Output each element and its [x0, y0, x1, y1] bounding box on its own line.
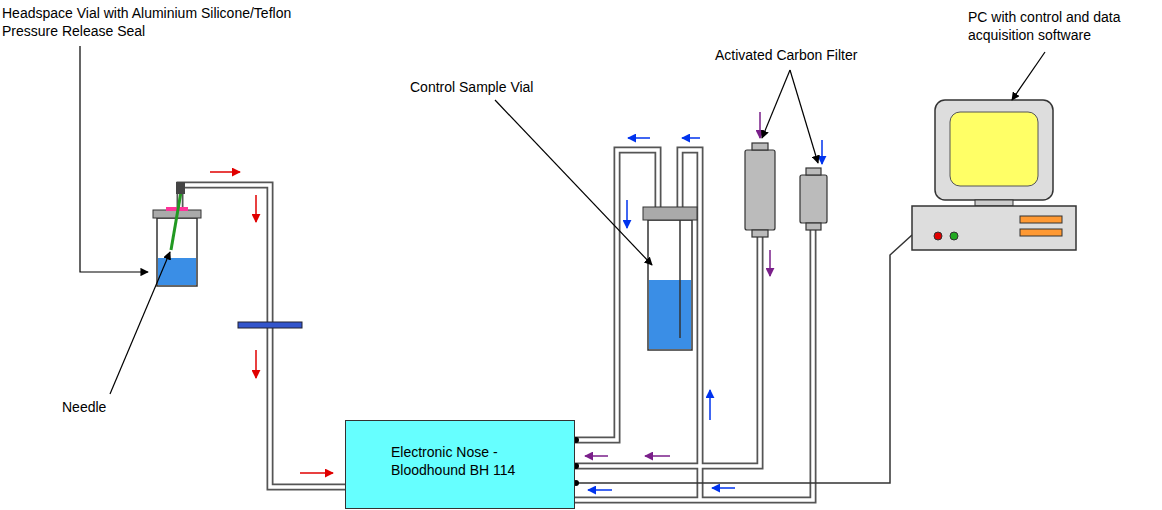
tubing	[180, 150, 813, 500]
pc-computer-part	[912, 206, 1076, 250]
tubing-part-part	[575, 150, 658, 440]
headspace-vial-part	[176, 182, 185, 194]
pc-computer-part	[934, 232, 942, 240]
box-label: Electronic Nose - Bloodhound BH 114	[391, 443, 541, 479]
tubing-part-part	[575, 225, 813, 500]
flow-arrows-red-part	[210, 171, 240, 173]
flow-arrows-purple-part	[769, 250, 771, 276]
pc-computer-part	[1020, 216, 1062, 223]
control-vial-part	[643, 207, 697, 220]
flow-arrows-blue-part	[588, 489, 612, 491]
leader-lines-part	[1012, 52, 1045, 100]
flow-arrows-blue-part	[626, 200, 628, 228]
process-box: Electronic Nose - Bloodhound BH 114	[345, 420, 575, 509]
carbon-filters-part	[800, 175, 827, 223]
carbon-filters-part	[806, 168, 821, 175]
tubing-part-part	[575, 150, 658, 440]
headspace-vial-part	[157, 218, 197, 286]
flow-arrows-red	[210, 172, 333, 473]
flow-arrows-blue-part	[682, 137, 700, 139]
pc-computer-part	[1020, 229, 1062, 236]
carbon-filters-part	[745, 150, 775, 230]
flow-arrows-purple-part	[645, 455, 670, 457]
pc-computer-part	[950, 232, 958, 240]
control-vial-part	[679, 220, 681, 338]
tubing-part-part	[180, 185, 345, 487]
carbon-filters-part	[752, 230, 768, 237]
tubing-part-part	[180, 185, 345, 487]
carbon-filters-part	[806, 223, 821, 230]
flow-arrows-blue	[588, 138, 822, 490]
data-cable	[575, 235, 912, 483]
flow-arrows-red-part	[255, 195, 257, 222]
carbon-filters	[745, 143, 827, 237]
tubing-part	[180, 150, 813, 500]
flow-arrows-blue-part	[821, 140, 823, 164]
leader-lines-part	[790, 70, 818, 163]
control-vial	[643, 207, 697, 350]
carbon-filters-part	[752, 143, 768, 150]
leader-lines-part	[80, 46, 148, 272]
headspace-vial	[153, 182, 201, 286]
flow-arrows-blue-part	[628, 137, 650, 139]
leader-lines-part	[110, 252, 170, 394]
pc-computer-part	[975, 200, 1013, 206]
tubing-part-part	[575, 225, 813, 500]
callout-label: Activated Carbon Filter	[715, 46, 895, 64]
control-vial-part	[648, 220, 692, 350]
callout-label: Control Sample Vial	[410, 78, 580, 96]
leader-lines-part	[762, 70, 790, 138]
flow-arrows-blue-part	[709, 390, 711, 420]
flow-arrows-red-part	[255, 350, 257, 378]
pc-computer-part	[950, 112, 1038, 186]
leader-lines	[80, 46, 1045, 394]
flow-arrows-purple-part	[585, 455, 608, 457]
flow-arrows-purple-part	[759, 112, 761, 138]
headspace-vial-part	[158, 258, 196, 285]
headspace-vial-part	[171, 192, 181, 250]
flow-arrows-purple	[585, 112, 770, 456]
pc-computer	[912, 100, 1076, 250]
tubing-part	[180, 150, 813, 500]
callout-label: PC with control and data acquisition sof…	[968, 8, 1153, 44]
callout-label: Headspace Vial with Aluminium Silicone/T…	[2, 4, 302, 40]
control-vial-part	[649, 280, 691, 349]
leader-lines-part	[495, 100, 652, 265]
flow-disk	[238, 322, 302, 328]
pc-computer-part	[935, 100, 1053, 200]
callout-label: Needle	[62, 398, 142, 416]
flow-arrows-red-part	[300, 472, 333, 474]
flow-arrows-blue-part	[712, 487, 735, 489]
